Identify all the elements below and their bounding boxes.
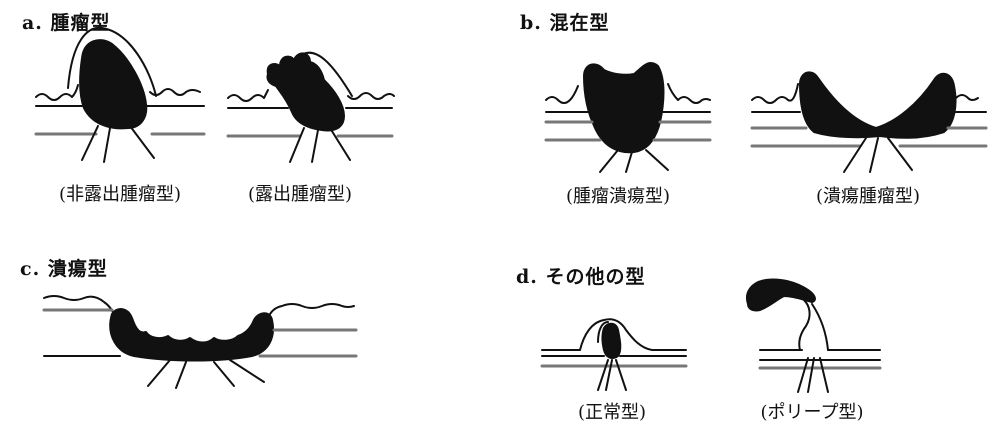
section-b-label: b. 混在型 — [520, 12, 610, 34]
ligament-line — [289, 127, 305, 163]
mucosa-wavy-line — [35, 84, 79, 101]
tumor-mass — [79, 39, 148, 130]
ligament-line — [81, 125, 99, 161]
caption-normal-type: (正常型) — [577, 402, 647, 423]
ligament-line — [229, 359, 265, 383]
tumor-mass — [799, 71, 957, 139]
figure-normal-type — [540, 318, 688, 391]
ligament-line — [645, 149, 669, 171]
ligament-line — [819, 357, 829, 393]
mucosa-wavy-line — [667, 83, 711, 104]
tumor-mass — [583, 62, 665, 154]
mucosa-wavy-line — [267, 303, 355, 319]
ligament-line — [807, 357, 815, 393]
ligament-line — [213, 361, 235, 387]
ulcer-mass — [109, 308, 274, 362]
ligament-line — [797, 357, 809, 393]
caption-polyp-type: (ポリープ型) — [760, 402, 864, 423]
ligament-line — [599, 149, 619, 173]
polyp-stalk — [798, 299, 811, 351]
ligament-line — [597, 359, 609, 391]
tumor-outline — [67, 26, 157, 97]
figure-tumor-ulcer — [544, 62, 712, 173]
ligament-line — [887, 137, 913, 171]
polyp-mass — [746, 278, 816, 312]
section-d-label: d. その他の型 — [516, 266, 646, 288]
figure-ulcer-type — [42, 295, 358, 389]
caption-ulcer-tumor: (潰瘍腫瘤型) — [815, 186, 921, 207]
figure-ulcer-tumor — [750, 71, 988, 173]
caption-non-exposed-tumor: (非露出腫瘤型) — [58, 184, 182, 205]
mucosa-wavy-line — [347, 92, 395, 100]
ligament-line — [615, 359, 627, 391]
figure-exposed-tumor — [226, 51, 395, 163]
figure-polyp-type — [746, 278, 882, 393]
polyp-stalk — [811, 303, 829, 351]
section-a-label: a. 腫瘤型 — [22, 12, 111, 34]
ligament-line — [129, 125, 155, 159]
caption-exposed-tumor: (露出腫瘤型) — [247, 184, 353, 205]
mucosa-wavy-line — [227, 89, 269, 102]
ligament-line — [605, 359, 613, 391]
tumor-mass — [601, 322, 622, 359]
mucosa-line — [541, 318, 687, 351]
mucosa-wavy-line — [43, 295, 115, 315]
ligament-line — [869, 137, 879, 173]
ligament-line — [147, 359, 171, 387]
ligament-line — [329, 127, 351, 161]
tumor-outline — [597, 321, 609, 343]
tumor-mass — [266, 52, 345, 132]
section-c-label: c. 潰瘍型 — [20, 258, 108, 280]
mucosa-wavy-line — [751, 83, 799, 104]
figure-non-exposed-tumor — [34, 26, 206, 163]
ligament-line — [103, 127, 111, 163]
caption-tumor-ulcer: (腫瘤潰瘍型) — [565, 186, 671, 207]
ligament-line — [625, 151, 633, 173]
ligament-line — [311, 129, 319, 163]
ligament-line — [175, 361, 187, 389]
mucosa-wavy-line — [149, 88, 201, 96]
mucosa-wavy-line — [545, 85, 579, 104]
ligament-line — [843, 137, 867, 173]
